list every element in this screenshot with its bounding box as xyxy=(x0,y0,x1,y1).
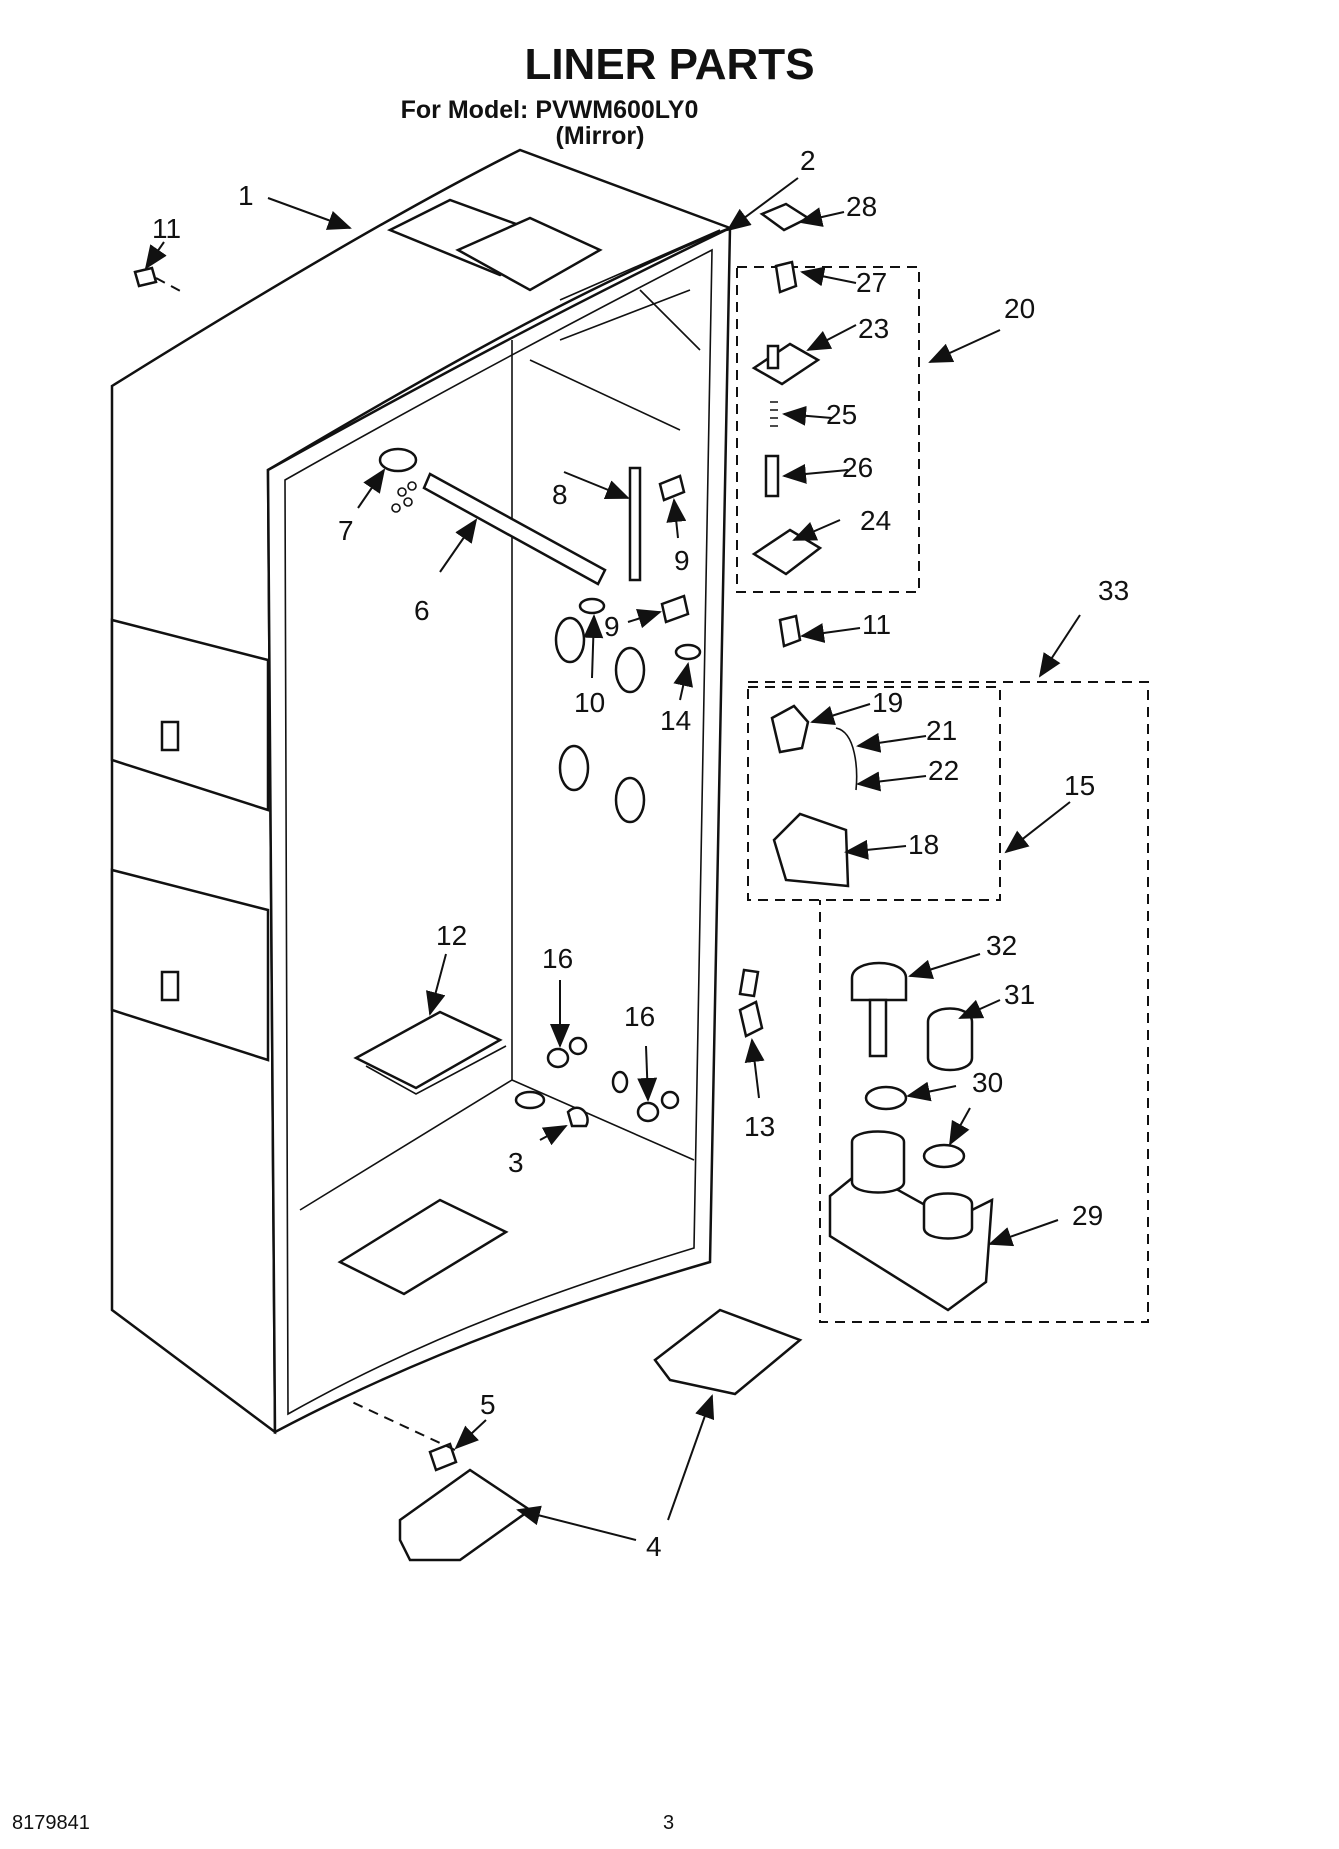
callout-1: 1 xyxy=(238,180,254,211)
callout-24: 24 xyxy=(860,505,891,536)
callout-31: 31 xyxy=(1004,979,1035,1010)
callout-25: 25 xyxy=(826,399,857,430)
callout-3: 3 xyxy=(508,1147,524,1178)
page-number: 3 xyxy=(663,1812,675,1834)
callout-19: 19 xyxy=(872,687,903,718)
callout-16a: 16 xyxy=(542,943,573,974)
callout-12: 12 xyxy=(436,920,467,951)
callout-23: 23 xyxy=(858,313,889,344)
callout-11b: 11 xyxy=(862,609,891,640)
callout-11a: 11 xyxy=(152,213,181,244)
callout-5: 5 xyxy=(480,1389,496,1420)
callout-18: 18 xyxy=(908,829,939,860)
variant-label: (Mirror) xyxy=(555,122,645,150)
callout-10: 10 xyxy=(574,687,605,718)
callout-33: 33 xyxy=(1098,575,1129,606)
callout-30a: 30 xyxy=(972,1067,1003,1098)
callout-14: 14 xyxy=(660,705,691,736)
callout-15: 15 xyxy=(1064,770,1095,801)
callout-20: 20 xyxy=(1004,293,1035,324)
callout-7: 7 xyxy=(338,515,354,546)
callout-labels: 1 2 3 4 5 6 7 8 9 9 10 11 11 12 13 14 15… xyxy=(152,145,1129,1562)
group-15-box xyxy=(747,686,1001,901)
model-line: For Model: PVWM600LY0 xyxy=(400,96,699,124)
group-15-parts xyxy=(770,704,858,888)
callout-29: 29 xyxy=(1072,1200,1103,1231)
group-20-parts xyxy=(751,202,823,648)
callout-21: 21 xyxy=(926,715,957,746)
callout-4: 4 xyxy=(646,1531,662,1562)
callout-9b: 9 xyxy=(604,611,620,642)
page-title: LINER PARTS xyxy=(524,40,815,89)
callout-32: 32 xyxy=(986,930,1017,961)
document-number: 8179841 xyxy=(12,1812,90,1834)
callout-22: 22 xyxy=(928,755,959,786)
callout-28: 28 xyxy=(846,191,877,222)
group-33-box xyxy=(748,681,1149,1323)
callout-9a: 9 xyxy=(674,545,690,576)
callout-2: 2 xyxy=(800,145,816,176)
group-20-box xyxy=(736,266,920,593)
callout-6: 6 xyxy=(414,595,430,626)
leader-lines xyxy=(144,177,1081,1541)
callout-8: 8 xyxy=(552,479,568,510)
cabinet-parts xyxy=(133,266,803,1562)
callout-26: 26 xyxy=(842,452,873,483)
callout-27: 27 xyxy=(856,267,887,298)
callout-16b: 16 xyxy=(624,1001,655,1032)
callout-13: 13 xyxy=(744,1111,775,1142)
group-33-parts xyxy=(828,961,994,1312)
cabinet-liner xyxy=(110,148,734,1435)
